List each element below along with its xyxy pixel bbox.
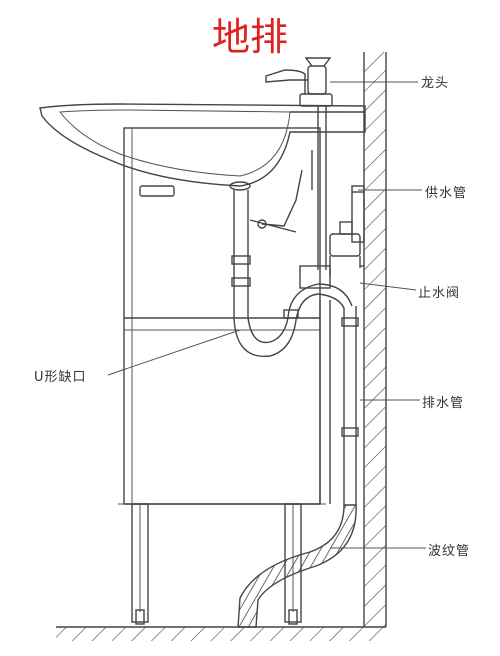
corrugated-pipe bbox=[237, 504, 357, 628]
label-u-trap: U形缺口 bbox=[34, 370, 87, 385]
wall bbox=[363, 52, 387, 627]
label-drain-pipe: 排水管 bbox=[422, 396, 465, 411]
drain-pipe bbox=[319, 300, 359, 505]
label-stop-valve: 止水阀 bbox=[418, 286, 461, 301]
diagram-title: 地排 bbox=[211, 15, 288, 59]
label-supply-pipe: 供水管 bbox=[425, 186, 468, 201]
u-trap bbox=[231, 190, 353, 358]
floor bbox=[56, 626, 386, 641]
wash-basin bbox=[39, 103, 366, 191]
label-corrugated-pipe: 波纹管 bbox=[428, 544, 471, 559]
label-faucet: 龙头 bbox=[421, 76, 450, 91]
supply-pipe bbox=[317, 106, 365, 270]
leader-lines bbox=[107, 81, 426, 549]
stop-valve bbox=[329, 221, 364, 276]
drain-linkage bbox=[249, 150, 313, 233]
faucet bbox=[265, 57, 333, 107]
